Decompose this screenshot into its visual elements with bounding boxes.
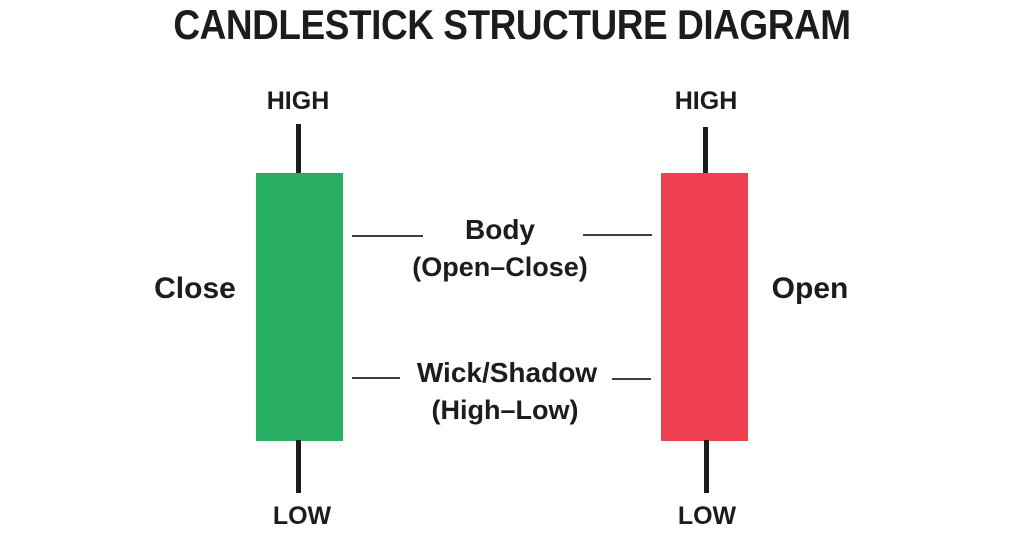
close-label: Close (154, 272, 236, 305)
bearish-upper-wick (703, 127, 708, 174)
body-callout-line-left (352, 235, 423, 237)
bullish-low-label: LOW (272, 502, 332, 530)
wick-callout-line-right (612, 378, 651, 380)
bullish-candle-body (256, 173, 343, 441)
wick-callout-line-left (352, 377, 400, 379)
bearish-candle-body (661, 173, 748, 441)
bearish-low-label: LOW (677, 502, 737, 530)
bullish-lower-wick (296, 440, 301, 493)
wick-annotation-sublabel: (High–Low) (431, 395, 579, 425)
open-label: Open (771, 272, 849, 305)
bullish-upper-wick (296, 124, 301, 174)
diagram-title: CANDLESTICK STRUCTURE DIAGRAM (173, 1, 851, 48)
bearish-lower-wick (704, 440, 709, 493)
body-annotation-label: Body (465, 214, 535, 245)
body-annotation-sublabel: (Open–Close) (412, 252, 588, 282)
wick-annotation-label: Wick/Shadow (416, 357, 598, 388)
bearish-high-label: HIGH (674, 87, 738, 115)
body-callout-line-right (583, 234, 652, 236)
bullish-high-label: HIGH (266, 87, 330, 115)
